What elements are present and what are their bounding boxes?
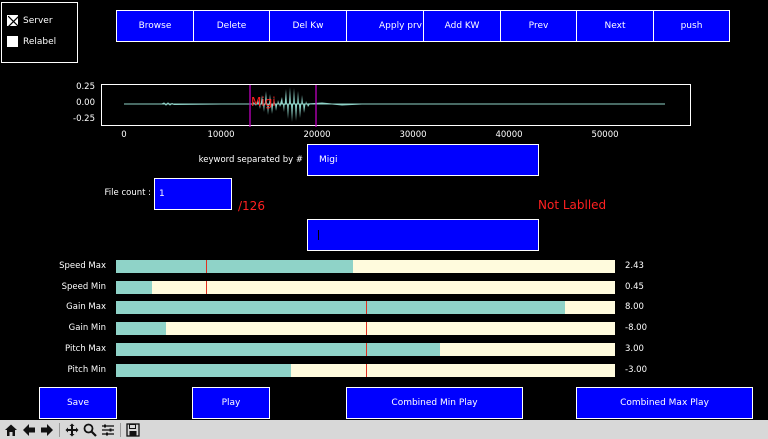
- waveform-plot[interactable]: Migi: [101, 84, 691, 127]
- pitch-min-slider-fill: [116, 364, 291, 377]
- back-arrow-icon[interactable]: [21, 422, 37, 438]
- check-buttons-panel: Server Relabel: [1, 2, 78, 63]
- pitch-min-value: -3.00: [625, 365, 647, 375]
- server-checkbox[interactable]: [7, 15, 19, 27]
- waveform-tail: [306, 102, 363, 106]
- pitch-max-label: Pitch Max: [65, 344, 106, 354]
- delete-button[interactable]: Delete: [193, 10, 270, 42]
- speed-max-initial-marker: [205, 260, 207, 273]
- speed-min-initial-marker: [205, 281, 207, 294]
- relabel-label: Relabel: [23, 36, 57, 47]
- pan-icon[interactable]: [64, 422, 80, 438]
- toolbar-separator: [59, 422, 60, 437]
- prev-button[interactable]: Prev: [500, 10, 577, 42]
- home-icon[interactable]: [3, 422, 19, 438]
- speed-min-value: 0.45: [625, 282, 644, 292]
- waveform-burst-1: [252, 91, 288, 115]
- pitch-max-initial-marker: [365, 343, 367, 356]
- text-cursor: [318, 230, 319, 240]
- speed-max-label: Speed Max: [59, 261, 106, 271]
- xtick-label: 50000: [591, 130, 619, 140]
- xtick-label: 30000: [399, 130, 427, 140]
- xtick-label: 0: [121, 130, 127, 140]
- speed-max-value: 2.43: [625, 261, 644, 271]
- next-button[interactable]: Next: [576, 10, 654, 42]
- push-button[interactable]: push: [653, 10, 730, 42]
- waveform-noise: [161, 102, 223, 106]
- keyword-segment-label: Migi: [251, 95, 276, 109]
- gain-min-slider[interactable]: [116, 322, 615, 335]
- pitch-min-initial-marker: [365, 364, 367, 377]
- save-icon[interactable]: [125, 422, 141, 438]
- file-count-label: File count :: [104, 188, 151, 198]
- relabel-check[interactable]: Relabel: [7, 36, 56, 47]
- add-kw-button[interactable]: Add KW: [423, 10, 501, 42]
- gain-min-label: Gain Min: [68, 323, 106, 333]
- ytick-label: 0.25: [76, 82, 95, 92]
- toolbar-separator: [120, 422, 121, 437]
- combined-max-play-button[interactable]: Combined Max Play: [576, 387, 753, 419]
- gain-min-initial-marker: [365, 322, 367, 335]
- pitch-max-slider[interactable]: [116, 343, 615, 356]
- waveform-burst-2: [280, 87, 310, 122]
- file-count-input[interactable]: 1: [154, 178, 232, 210]
- comment-input[interactable]: [307, 219, 539, 251]
- waveform-svg: [124, 85, 665, 127]
- xtick-label: 20000: [303, 130, 331, 140]
- forward-arrow-icon[interactable]: [39, 422, 55, 438]
- server-check[interactable]: Server: [7, 15, 53, 27]
- combined-min-play-button[interactable]: Combined Min Play: [346, 387, 523, 419]
- speed-min-label: Speed Min: [61, 282, 106, 292]
- save-button[interactable]: Save: [39, 387, 117, 419]
- speed-min-slider[interactable]: [116, 281, 615, 294]
- pitch-max-value: 3.00: [625, 344, 644, 354]
- keyword-label: keyword separated by #: [198, 155, 303, 165]
- play-button[interactable]: Play: [192, 387, 270, 419]
- configure-icon[interactable]: [100, 422, 116, 438]
- gain-max-initial-marker: [365, 301, 367, 314]
- browse-button[interactable]: Browse: [116, 10, 194, 42]
- del-kw-button[interactable]: Del Kw: [269, 10, 347, 42]
- relabel-checkbox[interactable]: [7, 36, 18, 47]
- xtick-label: 40000: [495, 130, 523, 140]
- server-label: Server: [23, 15, 53, 26]
- ytick-label: 0.00: [76, 98, 95, 108]
- speed-max-slider[interactable]: [116, 260, 615, 273]
- gain-max-label: Gain Max: [66, 302, 106, 312]
- pitch-min-slider[interactable]: [116, 364, 615, 377]
- gain-min-slider-fill: [116, 322, 166, 335]
- pitch-min-label: Pitch Min: [67, 365, 106, 375]
- gain-min-value: -8.00: [625, 323, 647, 333]
- file-count-value: 1: [159, 189, 165, 199]
- pitch-max-slider-fill: [116, 343, 441, 356]
- keyword-input-value: Migi: [319, 155, 338, 165]
- speed-max-slider-fill: [116, 260, 354, 273]
- navigation-toolbar: [0, 420, 768, 439]
- xtick-label: 10000: [207, 130, 235, 140]
- gain-max-slider-fill: [116, 301, 566, 314]
- keyword-input[interactable]: Migi: [307, 144, 539, 176]
- zoom-icon[interactable]: [82, 422, 98, 438]
- apply-prv-button[interactable]: Apply prv: [346, 10, 424, 42]
- speed-min-slider-fill: [116, 281, 152, 294]
- gain-max-slider[interactable]: [116, 301, 615, 314]
- file-total-text: /126: [238, 199, 265, 213]
- ytick-label: -0.25: [73, 114, 95, 124]
- label-status-text: Not Lablled: [538, 198, 607, 212]
- gain-max-value: 8.00: [625, 302, 644, 312]
